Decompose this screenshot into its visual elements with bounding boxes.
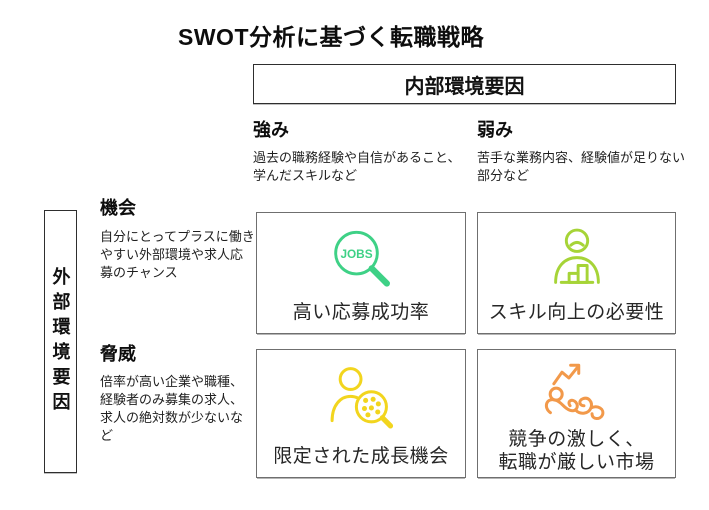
quadrant-opportunity-strength: JOBS 高い応募成功率 <box>256 212 466 334</box>
page-title: SWOT分析に基づく転職戦略 <box>178 24 484 50</box>
column-description-weaknesses: 苦手な業務内容、経験値が足りない部分など <box>477 150 686 183</box>
row-description-opportunities: 自分にとってプラスに働きやすい外部環境や求人応募のチャンス <box>100 229 255 280</box>
row-header-opportunities: 機会 <box>100 198 136 218</box>
row-header-threats: 脅威 <box>100 344 136 364</box>
svg-text:JOBS: JOBS <box>340 247 372 261</box>
quadrant-label: 限定された成長機会 <box>273 445 449 467</box>
quadrant-label: スキル向上の必要性 <box>488 301 665 323</box>
column-description-strengths: 過去の職務経験や自信があること、学んだスキルなど <box>253 150 461 183</box>
quadrant-opportunity-weakness: スキル向上の必要性 <box>477 212 676 334</box>
column-header-strengths: 強み <box>253 120 289 140</box>
quadrant-threat-strength: 限定された成長機会 <box>256 349 466 478</box>
jobs-magnifier-icon: JOBS <box>334 230 390 287</box>
quadrant-label: 競争の激しく、 転職が厳しい市場 <box>498 429 655 474</box>
internal-factors-label: 内部環境要因 <box>404 75 525 98</box>
person-search-dots-icon <box>330 367 394 429</box>
external-factors-label: 外部環境要因 <box>50 266 71 417</box>
row-description-threats: 倍率が高い企業や職種、経験者のみ募集の求人、求人の絶対数が少ないなど <box>100 374 244 443</box>
external-factors-header: 外部環境要因 <box>44 210 77 473</box>
column-header-weaknesses: 弱み <box>477 120 513 140</box>
quadrant-threat-weakness: 競争の激しく、 転職が厳しい市場 <box>477 349 676 478</box>
person-bar-chart-icon <box>553 228 600 284</box>
quadrant-label: 高い応募成功率 <box>292 301 430 323</box>
tangled-competition-arrow-icon <box>544 363 604 421</box>
internal-factors-header: 内部環境要因 <box>253 64 676 104</box>
